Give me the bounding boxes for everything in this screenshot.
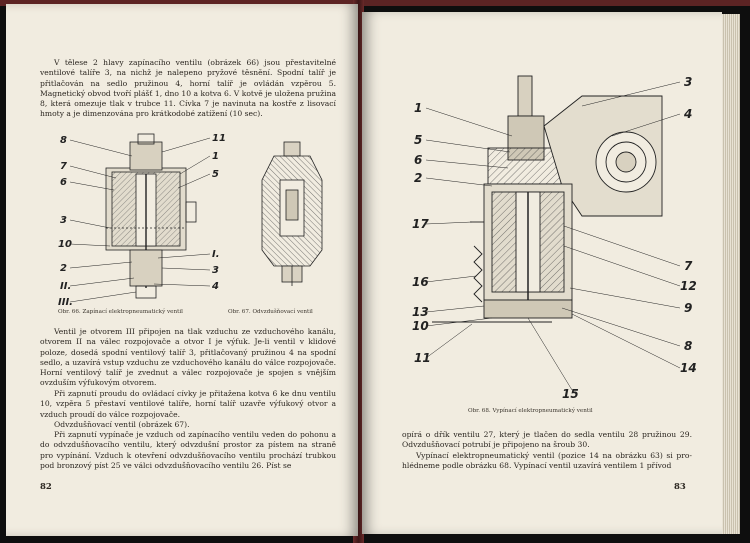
right-paragraph-2: Vypínací elektropneumatický ventil (pozi… — [402, 451, 692, 471]
fig68-label-6: 6 — [414, 153, 422, 167]
fig68-label-1: 1 — [414, 101, 422, 115]
fig68-label-11: 11 — [414, 351, 431, 365]
fig66-label-8: 8 — [60, 135, 67, 146]
page-edges — [722, 14, 740, 534]
fig66-label-1: 1 — [212, 151, 219, 162]
fig68-label-12: 12 — [680, 279, 697, 293]
left-page: V tělese 2 hlavy zapínacího ventilu (obr… — [6, 4, 358, 536]
fig66-label-I: I. — [212, 249, 220, 260]
fig68-label-4: 4 — [683, 107, 692, 121]
fig66-label-11: 11 — [212, 133, 226, 144]
figure-67-caption: Obr. 67. Odvzdušňovací ventil — [228, 309, 313, 315]
fig68-label-10: 10 — [412, 319, 429, 333]
fig68-label-5: 5 — [414, 133, 422, 147]
fig68-label-9: 9 — [684, 301, 692, 315]
fig68-label-16: 16 — [412, 275, 429, 289]
fig66-label-2: 2 — [60, 263, 67, 274]
fig68-label-13: 13 — [412, 305, 429, 319]
fig68-label-3: 3 — [684, 75, 692, 89]
book-binding — [353, 0, 364, 543]
fig66-label-III: III. — [58, 297, 73, 308]
left-paragraph-1: V tělese 2 hlavy zapínacího ventilu (obr… — [40, 58, 336, 119]
fig68-label-14: 14 — [680, 361, 697, 375]
book-cover-edge — [0, 0, 750, 6]
fig68-label-15: 15 — [562, 387, 579, 401]
fig68-label-2: 2 — [414, 171, 422, 185]
left-paragraph-4: Odvzdušňovací ventil (obrázek 67). — [54, 420, 190, 429]
right-paragraph-1: opírá o dřík ventilu 27, který je tlačen… — [402, 430, 692, 450]
fig66-label-7: 7 — [60, 161, 67, 172]
figure-66-drawing: 8 7 6 3 10 2 II. III. 11 1 5 I. 3 4 — [58, 133, 226, 308]
figure-68-caption: Obr. 68. Vypínací elektropneumatický ven… — [468, 408, 593, 414]
right-page-number: 83 — [674, 482, 686, 492]
figure-66-caption: Obr. 66. Zapínací elektropneumatický ven… — [58, 309, 183, 315]
fig66-label-3: 3 — [60, 215, 67, 226]
figure-67-drawing — [261, 141, 323, 286]
fig66-label-3-right: 3 — [212, 265, 219, 276]
left-paragraph-2: Ventil je otvorem III připojen na tlak v… — [40, 327, 336, 388]
fig68-label-17: 17 — [412, 217, 429, 231]
fig66-label-6: 6 — [60, 177, 67, 188]
fig66-label-10: 10 — [58, 239, 72, 250]
fig66-label-II: II. — [60, 281, 71, 292]
left-paragraph-5: Při zapnutí vypínače je vzduch od zapína… — [40, 430, 336, 470]
fig66-label-5: 5 — [212, 169, 219, 180]
fig68-label-8: 8 — [684, 339, 692, 353]
fig66-label-4: 4 — [211, 281, 219, 292]
figure-68-drawing: 1 5 6 2 17 16 13 10 11 3 4 7 12 9 8 14 1… — [412, 75, 697, 401]
left-paragraph-3: Při zapnutí proudu do ovládací cívky je … — [40, 389, 336, 419]
left-page-number: 82 — [40, 482, 52, 492]
right-page: 1 5 6 2 17 16 13 10 11 3 4 7 12 9 8 14 1… — [362, 12, 722, 534]
fig68-label-7: 7 — [684, 259, 693, 273]
